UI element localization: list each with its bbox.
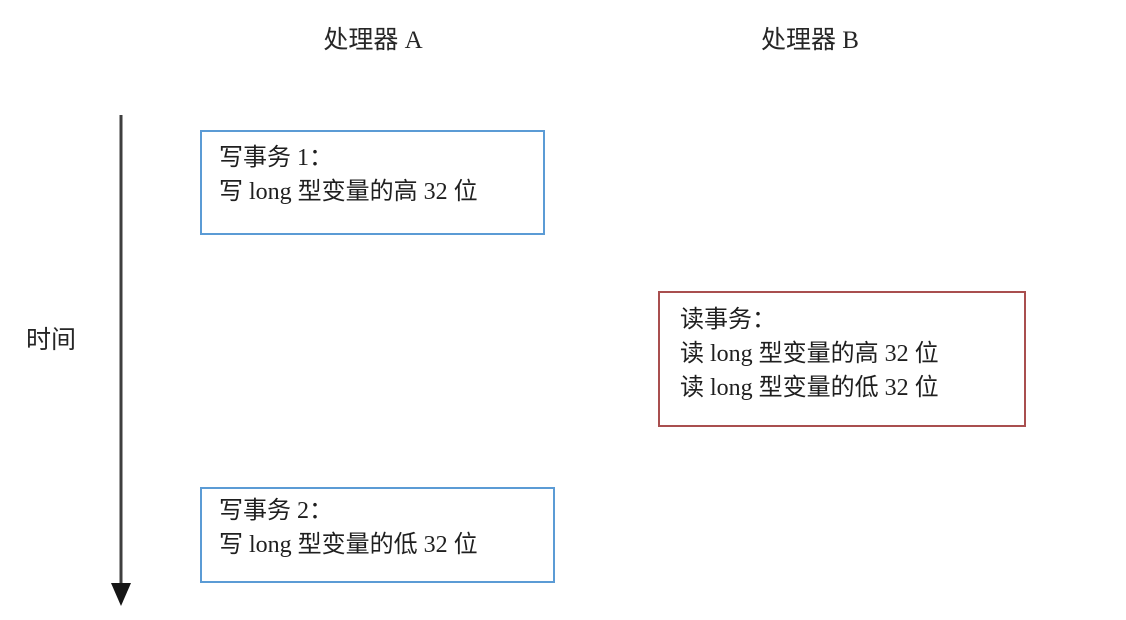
box-write-transaction-2: 写事务 2： 写 long 型变量的低 32 位	[200, 487, 555, 583]
box-write-transaction-1-line-2: 写 long 型变量的高 32 位	[219, 179, 478, 205]
box-read-transaction: 读事务： 读 long 型变量的高 32 位 读 long 型变量的低 32 位	[658, 291, 1026, 427]
box-read-transaction-text: 读事务： 读 long 型变量的高 32 位 读 long 型变量的低 32 位	[680, 303, 1018, 405]
box-write-transaction-2-text: 写事务 2： 写 long 型变量的低 32 位	[219, 494, 547, 562]
box-write-transaction-1: 写事务 1： 写 long 型变量的高 32 位	[200, 130, 545, 235]
box-read-transaction-line-3: 读 long 型变量的低 32 位	[680, 375, 939, 401]
column-header-processor-b: 处理器 B	[761, 27, 859, 54]
box-write-transaction-1-line-1: 写事务 1：	[219, 145, 333, 171]
box-read-transaction-line-2: 读 long 型变量的高 32 位	[680, 341, 939, 367]
box-write-transaction-2-line-1: 写事务 2：	[219, 498, 333, 524]
box-write-transaction-1-text: 写事务 1： 写 long 型变量的高 32 位	[219, 141, 537, 209]
box-read-transaction-line-1: 读事务：	[680, 307, 776, 333]
box-write-transaction-2-line-2: 写 long 型变量的低 32 位	[219, 532, 478, 558]
time-axis-label: 时间	[26, 327, 77, 354]
column-header-processor-a: 处理器 A	[323, 27, 423, 54]
